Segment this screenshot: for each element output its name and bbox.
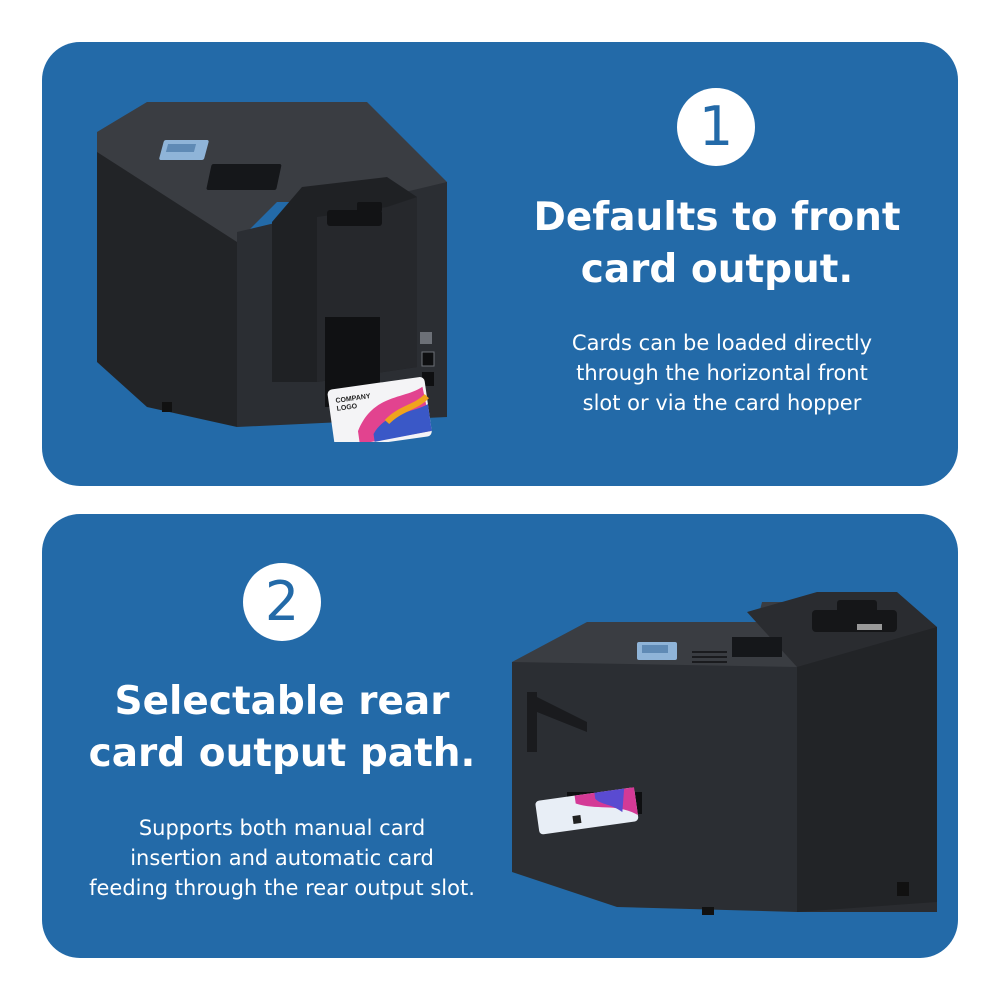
feature-panel-front-output: COMPANY LOGO 1 Defaults to front card ou…: [42, 42, 958, 486]
card-logo-line-2: LOGO: [336, 403, 358, 413]
desc-line: Supports both manual card: [138, 816, 426, 840]
section-description: Cards can be loaded directly through the…: [522, 328, 922, 418]
card-logo-line-1: COMPANY: [335, 393, 371, 405]
title-line: Selectable rear: [114, 679, 450, 724]
card-printer-rear-image: [512, 592, 937, 915]
desc-line: slot or via the card hopper: [582, 391, 862, 415]
title-line: Defaults to front: [533, 195, 901, 240]
card-printer-front-image: COMPANY LOGO: [97, 102, 447, 442]
title-line: card output path.: [88, 731, 476, 776]
section-title: Selectable rear card output path.: [72, 676, 492, 780]
title-line: card output.: [580, 247, 854, 292]
feature-panel-rear-output: 2 Selectable rear card output path. Supp…: [42, 514, 958, 958]
desc-line: through the horizontal front: [576, 361, 868, 385]
desc-line: Cards can be loaded directly: [571, 331, 873, 355]
section-title: Defaults to front card output.: [512, 192, 922, 296]
section-description: Supports both manual card insertion and …: [62, 813, 502, 903]
desc-line: insertion and automatic card: [130, 846, 434, 870]
step-number-badge: 1: [677, 88, 755, 166]
desc-line: feeding through the rear output slot.: [89, 876, 475, 900]
step-number-badge: 2: [243, 563, 321, 641]
